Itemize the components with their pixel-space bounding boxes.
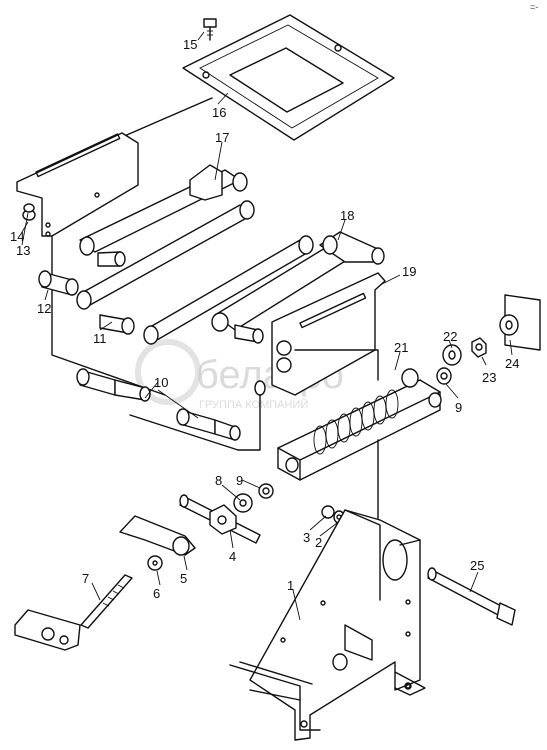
part-22-washer	[442, 344, 462, 366]
callout-18: 18	[340, 208, 354, 223]
callout-14: 14	[10, 229, 24, 244]
part-16-top-plate	[182, 14, 395, 141]
callout-25: 25	[470, 558, 484, 573]
linkage-line-lower	[129, 414, 239, 451]
corner-mark: =-	[530, 2, 538, 12]
callout-23: 23	[482, 370, 496, 385]
callout-6: 6	[153, 586, 160, 601]
callout-9-left: 9	[236, 473, 243, 488]
callout-12: 12	[37, 301, 51, 316]
part-23-nut	[471, 337, 487, 358]
spring-coils	[313, 389, 399, 455]
callout-4: 4	[229, 549, 236, 564]
callout-9-right: 9	[455, 400, 462, 415]
part-4-screw	[179, 494, 261, 544]
part-24-bracket	[499, 294, 541, 351]
callout-10: 10	[154, 375, 168, 390]
linkage-line-top	[121, 97, 213, 138]
callout-22: 22	[443, 329, 457, 344]
part-15-bolt	[203, 18, 217, 41]
part-5-lever	[119, 515, 196, 556]
callout-11: 11	[93, 331, 107, 346]
part-11-cross-rods	[38, 200, 314, 345]
part-25-long-bolt	[427, 567, 516, 626]
callouts: 15 16 17 18 19 21 22 23 24 9 14 13 12 11…	[10, 37, 519, 601]
part-9-washer-right	[436, 367, 452, 385]
callout-1: 1	[287, 578, 294, 593]
callout-13: 13	[16, 243, 30, 258]
part-13-nut	[22, 203, 36, 221]
part-1-main-bracket	[229, 509, 426, 741]
callout-5: 5	[180, 571, 187, 586]
linkage-line-right	[294, 349, 379, 381]
callout-24: 24	[505, 356, 519, 371]
part-6-washer	[147, 555, 163, 571]
callout-15: 15	[183, 37, 197, 52]
callout-19: 19	[402, 264, 416, 279]
callout-17: 17	[215, 130, 229, 145]
part-7-stud	[14, 574, 133, 651]
part-18-arm	[211, 231, 385, 344]
part-3-nut	[321, 505, 335, 519]
part-19-side-plate	[254, 272, 386, 396]
callout-3: 3	[303, 530, 310, 545]
callout-16: 16	[212, 105, 226, 120]
linkage-line-mid	[237, 394, 261, 451]
part-10-pins	[76, 368, 241, 441]
leader-lines	[21, 31, 513, 621]
watermark-subtitle: ГРУППА КОМПАНИЙ	[199, 398, 308, 411]
part-17-link-arm	[79, 164, 248, 267]
part-21-spring-box	[277, 368, 442, 481]
callout-7: 7	[82, 571, 89, 586]
callout-21: 21	[394, 340, 408, 355]
callout-8: 8	[215, 473, 222, 488]
part-9-washer-left	[258, 483, 274, 499]
callout-2: 2	[315, 535, 322, 550]
